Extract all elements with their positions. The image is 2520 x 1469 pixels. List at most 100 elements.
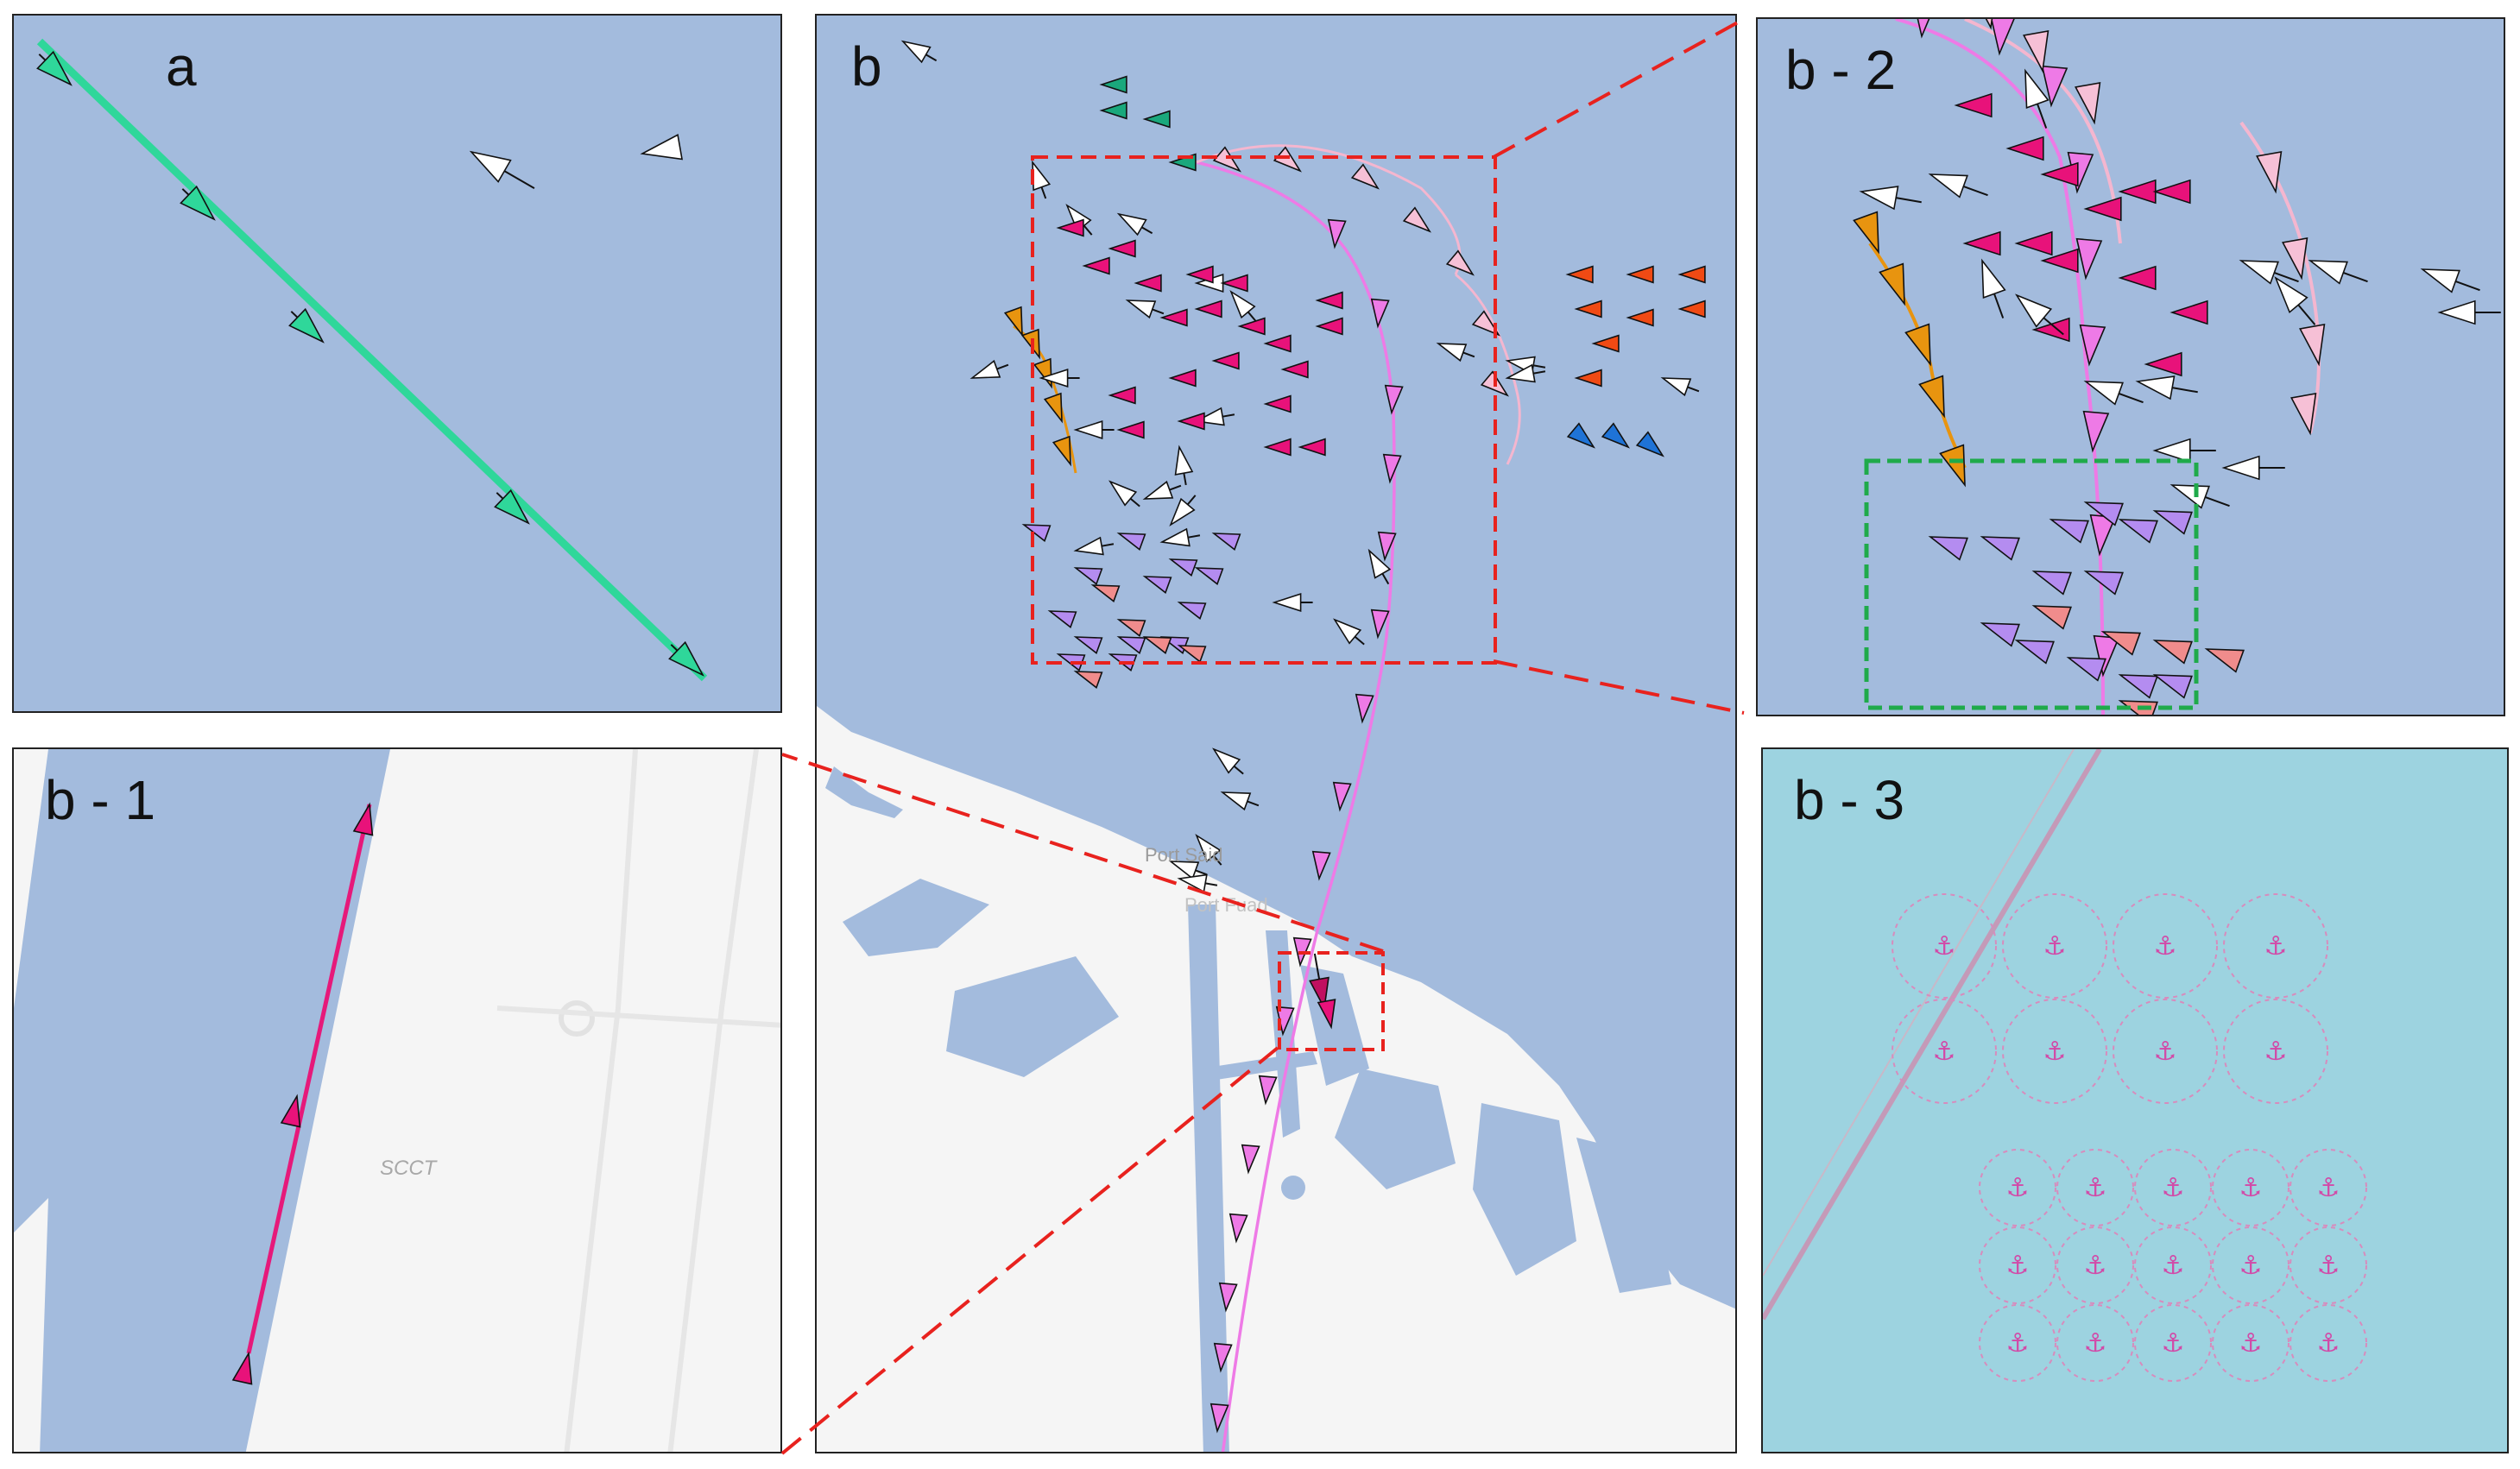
anchor-icon: ⚓ [2154,1037,2177,1067]
vessel-triangle-icon [1237,317,1266,336]
vessel-triangle-icon [900,40,932,64]
vessel-triangle-icon [1333,618,1362,645]
vessel-triangle-icon [2239,260,2279,285]
vessel-heading-line [1152,308,1165,315]
vessel-triangle-icon [288,307,325,344]
vessel-triangle-icon [2015,293,2053,328]
vessel-heading-line [1141,226,1153,235]
vessel-triangle-icon [2169,484,2210,509]
vessel-triangle-icon [2083,196,2122,222]
vessel-triangle-icon [1471,310,1500,337]
vessel-triangle-icon [1367,548,1392,579]
vessel-triangle-icon [2040,161,2079,187]
vessel-triangle-icon [1980,622,2020,647]
vessel-triangle-icon [1082,256,1110,275]
vessel-heading-line [1222,413,1235,418]
vessel-triangle-icon [2066,657,2106,682]
vessel-heading-line [2204,496,2230,508]
vessel-triangle-icon [1917,19,1930,39]
vessel-triangle-icon [1566,422,1595,449]
vessel-triangle-icon [1116,619,1146,637]
anchorage-zone [2113,999,2218,1104]
vessel-heading-line [1313,953,1321,980]
vessel-triangle-icon [2299,324,2326,367]
anchor-icon: ⚓ [2006,1173,2030,1203]
vessel-triangle-icon [1039,369,1069,388]
panel-b1: b - 1 SCCT [12,747,782,1453]
vessel-heading-line [1083,224,1093,236]
vessel-triangle-icon [1142,110,1171,129]
vessel-triangle-icon [1116,212,1147,236]
vessel-triangle-icon [1445,249,1475,276]
vessel-triangle-icon [469,150,512,183]
vessel-triangle-icon [2100,631,2141,656]
vessel-triangle-icon [1660,377,1692,397]
vessel-triangle-icon [2282,237,2308,281]
vessel-triangle-icon [2083,501,2124,526]
vessel-track [246,804,372,1354]
vessel-triangle-icon [2290,393,2317,436]
vessel-triangle-icon [2041,65,2068,108]
anchorage-zone [2212,1149,2289,1226]
anchorage-zone [2223,893,2328,999]
panel-b1-map [14,749,780,1452]
road [667,749,759,1452]
water-area [14,16,780,711]
vessel-triangle-icon [1043,392,1063,424]
anchor-icon: ⚓ [2162,1173,2185,1203]
vessel-triangle-icon [1212,146,1241,173]
vessel-triangle-icon [1928,173,1968,199]
vessel-triangle-icon [640,134,683,161]
anchor-icon: ⚓ [2162,1251,2185,1281]
vessel-triangle-icon [2152,640,2193,665]
vessel-triangle-icon [1918,375,1945,419]
vessel-heading-line [2118,393,2144,404]
panel-a: a [12,14,782,713]
harbour-basin [1281,1176,1305,1200]
vessel-triangle-icon [1073,420,1103,439]
vessel-heading-line [670,644,679,652]
vessel-heading-line [38,54,47,61]
panel-b1-label: b - 1 [45,769,156,831]
vessel-triangle-icon [1177,645,1207,663]
vessel-heading-line [2273,272,2299,283]
vessel-triangle-icon [1272,593,1302,612]
anchor-icon: ⚓ [1933,931,1956,961]
vessel-triangle-icon [1565,265,1594,284]
vessel-triangle-icon [2014,640,2055,665]
vessel-heading-line [1962,186,1988,197]
vessel-triangle-icon [1194,567,1224,585]
anchor-icon: ⚓ [2043,1037,2067,1067]
anchor-icon: ⚓ [2162,1328,2185,1359]
panel-a-label: a [166,35,197,98]
vessel-triangle-icon [494,489,530,525]
anchor-icon: ⚓ [2006,1328,2030,1359]
vessel-triangle-icon [1954,92,1993,118]
vessel-triangle-icon [1073,671,1103,689]
vessel-triangle-icon [1168,558,1198,577]
vessel-triangle-icon [2204,648,2245,673]
vessel-heading-line [2043,317,2064,336]
vessel-triangle-icon [2075,237,2103,281]
panel-b3: ⚓⚓⚓⚓⚓⚓⚓⚓⚓⚓⚓⚓⚓⚓⚓⚓⚓⚓⚓⚓⚓⚓⚓ b - 3 [1761,747,2509,1453]
vessel-triangle-icon [2135,375,2176,400]
vessel-triangle-icon [2144,351,2182,377]
vessel-triangle-icon [2082,410,2110,453]
vessel-triangle-icon [231,1351,253,1385]
vessel-triangle-icon [2152,510,2193,535]
harbour-basin [1576,1138,1671,1293]
vessel-triangle-icon [1317,999,1336,1030]
road [496,1006,780,1028]
anchorage-zone [2212,1304,2289,1382]
vessel-triangle-icon [1073,567,1103,585]
vessel-triangle-icon [1859,186,1899,211]
anchor-icon: ⚓ [2264,931,2288,961]
zoom-box-b1 [1278,951,1385,1051]
vessel-triangle-icon [1377,531,1397,562]
anchorage-zone [2002,893,2107,999]
vessel-triangle-icon [1052,435,1071,467]
anchorage-zone [2134,1304,2212,1382]
sea-area [1758,19,2504,715]
vessel-heading-line [290,311,299,318]
anchorage-zone [2056,1149,2134,1226]
